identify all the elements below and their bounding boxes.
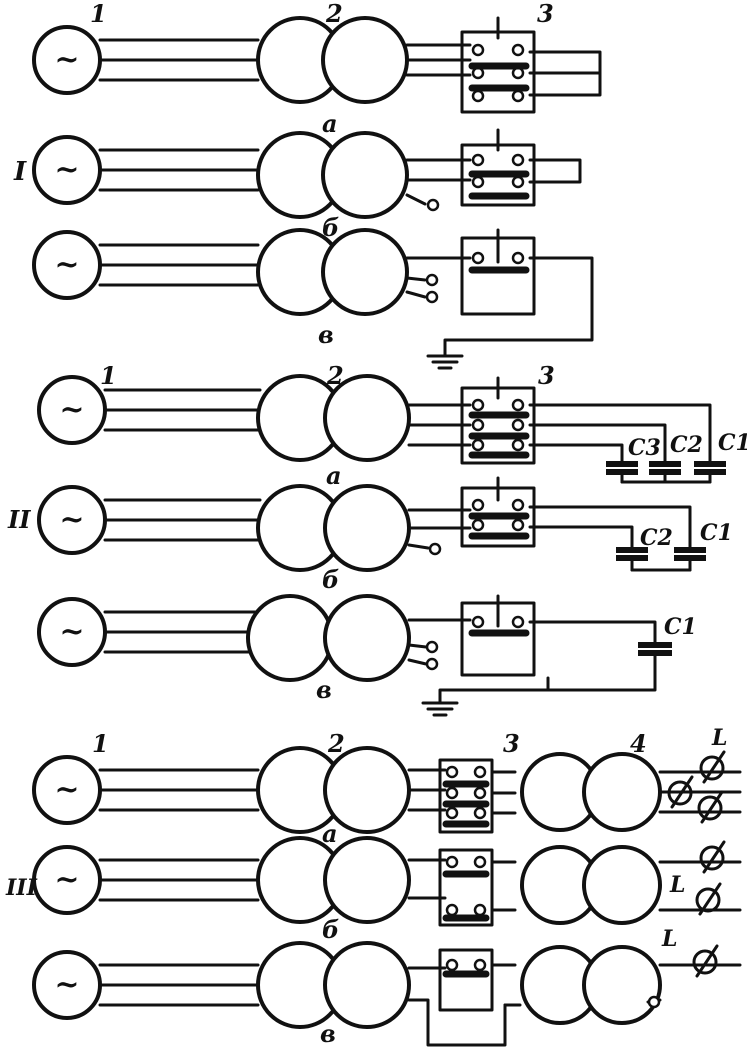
label-generator: 1	[100, 361, 117, 390]
transformer-icon	[256, 746, 411, 834]
capacitor-icon	[649, 461, 681, 484]
label-transformer: 2	[325, 0, 343, 28]
lamp-label: L	[711, 725, 727, 751]
generator-icon: ~	[32, 845, 102, 915]
capacitor-label-c2: C2	[670, 432, 703, 458]
generator-icon: ~	[32, 755, 102, 825]
capacitor-icon	[674, 547, 706, 572]
diagram-iii-b: ~	[32, 836, 742, 927]
variable-lamp-icon	[695, 882, 722, 916]
transformer-icon	[256, 131, 409, 219]
switch-box-icon	[460, 594, 536, 677]
sub-label-a: а	[326, 461, 342, 490]
generator-icon: ~	[37, 597, 107, 667]
diagram-iii-c: ~	[32, 941, 742, 1047]
ground-icon	[426, 354, 464, 370]
switch-box-icon	[460, 128, 536, 207]
diagram-ii-b: ~	[37, 476, 706, 572]
transformer-icon	[520, 945, 662, 1025]
switch-box-icon	[438, 948, 494, 1012]
variable-lamp-icon	[699, 840, 726, 874]
generator-icon: ~	[32, 135, 102, 205]
capacitor-label-c2: C2	[640, 525, 673, 551]
lamp-label: L	[669, 872, 685, 898]
label-generator: 1	[92, 729, 109, 758]
switch-box-icon	[460, 476, 536, 548]
variable-lamp-icon	[692, 944, 719, 978]
generator-icon: ~	[37, 375, 107, 445]
label-switch-box: 3	[537, 0, 554, 28]
group-label-ii: II	[7, 505, 31, 534]
switch-box-icon	[438, 758, 494, 834]
transformer-icon	[520, 845, 662, 925]
label-transformer: 2	[327, 729, 345, 758]
svg-text:~: ~	[54, 42, 79, 77]
label-second-transformer: 4	[630, 729, 647, 758]
sub-label-b: б	[322, 565, 339, 594]
switch-box-icon	[438, 848, 494, 927]
svg-text:~: ~	[54, 862, 79, 897]
generator-icon: ~	[32, 950, 102, 1020]
diagram-i-c: ~	[32, 228, 594, 370]
sub-label-c: в	[318, 320, 334, 349]
svg-text:~: ~	[59, 392, 84, 427]
variable-lamp-icon	[697, 790, 724, 824]
switch-box-icon	[460, 228, 536, 316]
sub-label-b: б	[322, 213, 339, 242]
capacitor-icon	[638, 642, 672, 656]
transformer-icon	[256, 228, 409, 316]
capacitor-label-c3: C3	[628, 435, 661, 461]
transformer-icon	[256, 16, 409, 104]
sub-label-c: в	[316, 675, 332, 704]
ground-icon	[421, 701, 459, 717]
switch-box-icon	[460, 16, 536, 114]
label-transformer: 2	[326, 361, 344, 390]
label-switch-box: 3	[538, 361, 555, 390]
transformer-icon	[246, 594, 411, 682]
diagram-ii-c: ~	[37, 594, 672, 717]
capacitor-icon	[616, 547, 648, 572]
svg-text:~: ~	[54, 772, 79, 807]
svg-text:~: ~	[54, 152, 79, 187]
label-switch-box: 3	[503, 729, 520, 758]
variable-lamp-icon	[667, 775, 694, 809]
capacitor-label-c1: C1	[664, 614, 697, 640]
svg-text:~: ~	[54, 967, 79, 1002]
diagram-i-b: ~	[32, 128, 582, 219]
transformer-icon	[256, 836, 411, 924]
svg-text:~: ~	[59, 614, 84, 649]
generator-icon: ~	[32, 25, 102, 95]
generator-icon: ~	[32, 230, 102, 300]
sub-label-c: в	[320, 1019, 336, 1048]
switch-box-icon	[460, 376, 536, 465]
capacitor-icon	[694, 461, 726, 484]
lamp-label: L	[661, 926, 677, 952]
transformer-icon	[256, 484, 411, 572]
diagram-iii-a: ~	[32, 746, 742, 834]
diagram-i-a: ~	[32, 16, 602, 114]
transformer-icon	[256, 374, 411, 462]
capacitor-label-c1: C1	[718, 430, 747, 456]
transformer-icon	[256, 941, 411, 1029]
variable-lamp-icon	[699, 750, 726, 784]
sub-label-b: б	[322, 915, 339, 944]
diagram-ii-a: ~	[37, 374, 726, 484]
sub-label-a: а	[322, 819, 338, 848]
sub-label-a: а	[322, 109, 338, 138]
generator-icon: ~	[37, 485, 107, 555]
capacitor-label-c1: C1	[700, 520, 733, 546]
transformer-icon	[520, 752, 662, 832]
group-label-i: I	[13, 157, 27, 187]
label-generator: 1	[90, 0, 107, 28]
svg-text:~: ~	[59, 502, 84, 537]
svg-text:~: ~	[54, 247, 79, 282]
capacitor-icon	[606, 461, 638, 484]
group-label-iii: III	[5, 875, 38, 901]
